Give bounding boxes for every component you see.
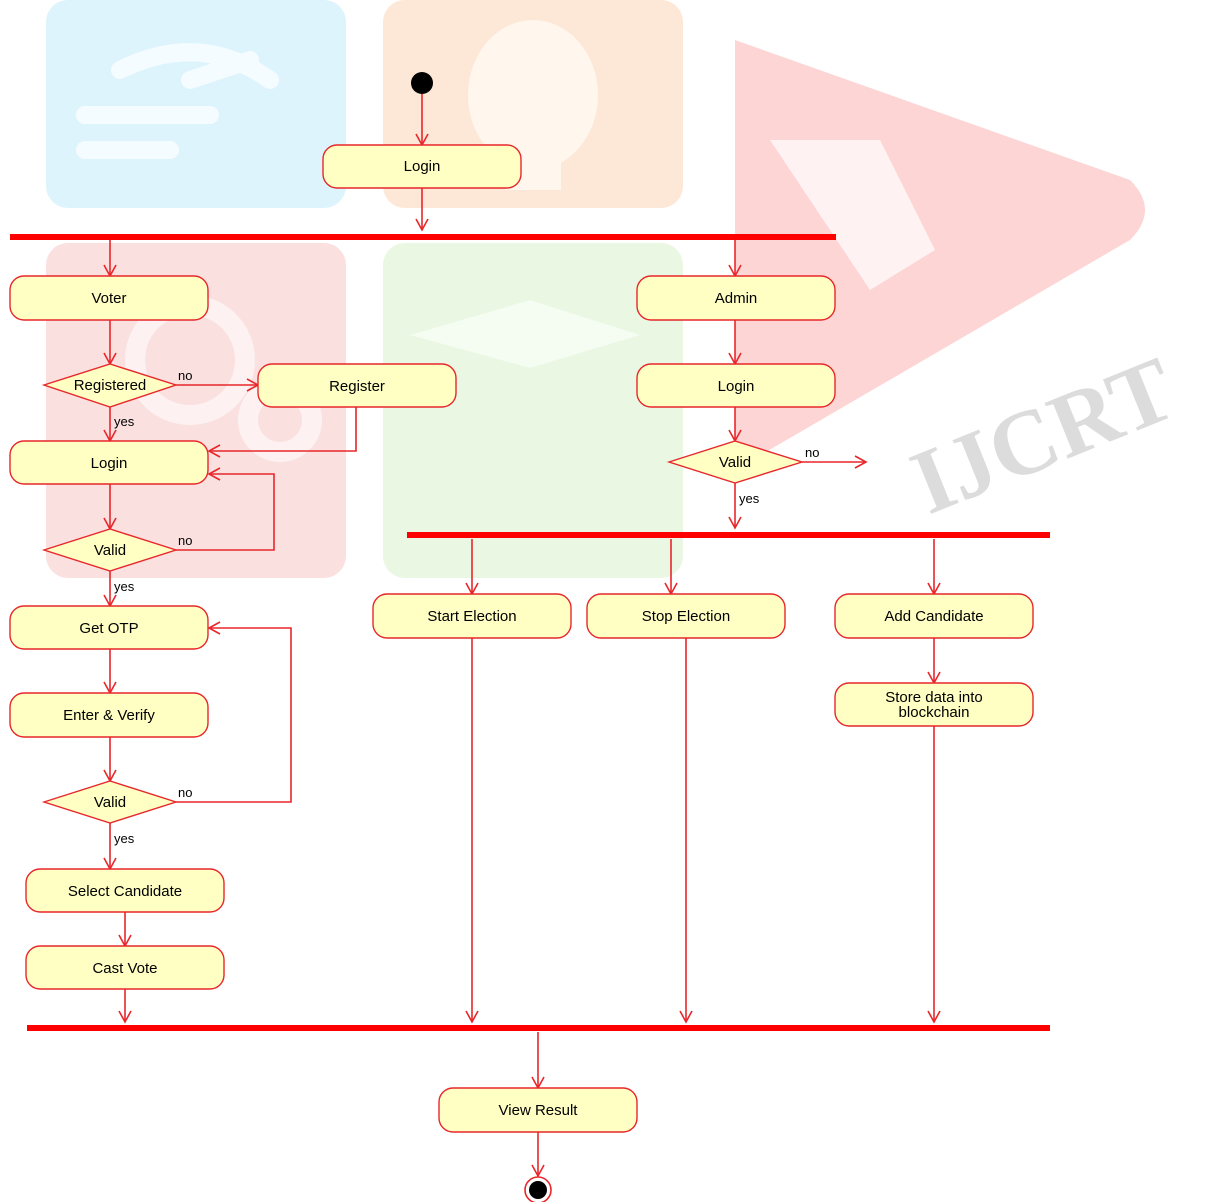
arrowhead-down: [415, 218, 429, 232]
action-admin: [636, 275, 836, 321]
admin-login-label: Login: [718, 378, 755, 395]
action-view-result: [438, 1087, 638, 1133]
register-label: Register: [329, 378, 385, 395]
arrowhead-left: [207, 621, 221, 635]
get-otp-label: Get OTP: [79, 620, 138, 637]
registered-label: Registered: [74, 377, 147, 394]
otp-valid-no-label: no: [178, 785, 192, 800]
action-register: [257, 363, 457, 408]
stop-election-label: Stop Election: [642, 608, 730, 625]
action-add-candidate: [834, 593, 1034, 639]
enter-verify-label: Enter & Verify: [63, 707, 155, 724]
arrowhead-left: [207, 467, 221, 481]
action-get-otp: [9, 605, 209, 650]
view-result-label: View Result: [499, 1102, 579, 1119]
action-login-top: [322, 144, 522, 189]
cast-vote-label: Cast Vote: [92, 960, 157, 977]
action-voter: [9, 275, 209, 321]
final-node: [529, 1181, 547, 1199]
watermark-circuit-icon: [76, 43, 279, 159]
voter-valid-yes-label: yes: [114, 579, 135, 594]
select-candidate-label: Select Candidate: [68, 883, 182, 900]
action-select-candidate: [25, 868, 225, 913]
otp-valid-yes-label: yes: [114, 831, 135, 846]
node-labels: Login Voter Registered Register Login Va…: [63, 158, 983, 1119]
edges: [109, 94, 935, 1176]
login-top-label: Login: [404, 158, 441, 175]
arrowhead-down: [728, 516, 742, 530]
watermark-book-icon: [770, 140, 935, 290]
decision-registered: [41, 363, 179, 408]
action-admin-login: [636, 363, 836, 408]
action-voter-login: [9, 440, 209, 485]
registered-yes-label: yes: [114, 414, 135, 429]
arrowhead-down: [531, 1164, 545, 1178]
arrowhead-down: [465, 1010, 479, 1024]
arrowhead-down: [927, 1010, 941, 1024]
decision-admin-valid: [666, 440, 805, 484]
edge-otp-valid-no-loop: [176, 627, 292, 803]
edge-register-to-login: [209, 407, 357, 452]
arrowhead-right: [854, 455, 868, 469]
voter-valid-label: Valid: [94, 542, 126, 559]
arrowhead-down: [679, 1010, 693, 1024]
initial-node: [411, 72, 433, 94]
decision-otp-valid: [41, 780, 179, 824]
store-data-label-line2: blockchain: [899, 704, 970, 721]
edge-valid-no-loop: [176, 473, 275, 551]
voter-label: Voter: [91, 290, 126, 307]
action-start-election: [372, 593, 572, 639]
start-election-label: Start Election: [427, 608, 516, 625]
watermark-graduation-cap-icon: [410, 300, 640, 368]
edge-labels: no yes no yes no yes no yes: [114, 368, 819, 846]
voter-valid-no-label: no: [178, 533, 192, 548]
registered-no-label: no: [178, 368, 192, 383]
action-stop-election: [586, 593, 786, 639]
action-store-data: [834, 682, 1034, 727]
admin-valid-no-label: no: [805, 445, 819, 460]
decision-voter-valid: [41, 528, 179, 572]
arrowhead-down: [118, 1010, 132, 1024]
store-data-label-line1: Store data into: [885, 689, 983, 706]
decision-nodes: [41, 363, 805, 824]
fork-bar-admin: [407, 532, 1050, 538]
add-candidate-label: Add Candidate: [884, 608, 983, 625]
action-enter-verify: [9, 692, 209, 738]
otp-valid-label: Valid: [94, 794, 126, 811]
join-bar-bottom: [27, 1025, 1050, 1031]
admin-valid-label: Valid: [719, 454, 751, 471]
action-cast-vote: [25, 945, 225, 990]
fork-bar-top: [10, 234, 836, 240]
voter-login-label: Login: [91, 455, 128, 472]
admin-valid-yes-label: yes: [739, 491, 760, 506]
arrowhead-left: [207, 444, 221, 458]
action-nodes: [9, 144, 1034, 1133]
admin-label: Admin: [715, 290, 758, 307]
